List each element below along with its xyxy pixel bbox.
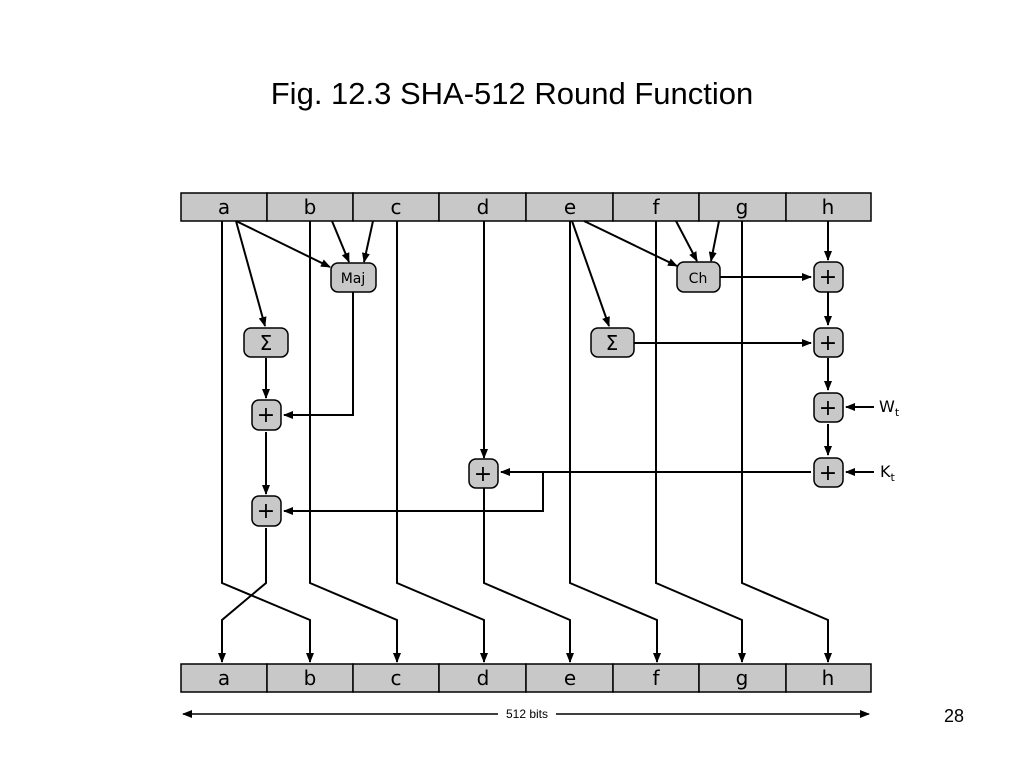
bottom-register-f	[612, 663, 700, 693]
plus-a2-box	[251, 495, 282, 527]
width-label: 512 bits	[506, 707, 548, 721]
sigma1-box	[590, 327, 635, 358]
wire-dplus-to-e	[483, 488, 574, 663]
top-register-c	[352, 192, 440, 222]
bottom-register-label-h: h	[822, 666, 835, 690]
plus-a1-label: +	[257, 403, 275, 428]
connections	[182, 220, 874, 718]
top-register-label-a: a	[218, 195, 230, 219]
plus-h2-label: +	[819, 331, 837, 356]
bottom-register-label-b: b	[304, 666, 317, 690]
top-register-label-f: f	[652, 195, 660, 219]
wire-g-to-h	[741, 221, 832, 663]
plus-d-label: +	[474, 462, 492, 487]
bottom-register-b	[266, 663, 354, 693]
wire-f-to-g	[655, 221, 746, 663]
top-register-label-d: d	[477, 195, 490, 219]
bottom-register-row: a b c d e f g h	[180, 663, 872, 693]
top-register-d	[438, 192, 527, 222]
external-inputs: Wt Kt	[879, 397, 900, 484]
wire-a-to-sigma0	[235, 220, 267, 327]
w-input-label: Wt	[879, 397, 900, 419]
plus-a1-box	[251, 399, 282, 431]
ch-box	[676, 261, 721, 293]
bottom-register-label-e: e	[564, 666, 576, 690]
wire-e-to-ch	[583, 220, 678, 267]
bottom-register-g	[698, 663, 787, 693]
w-input-main: W	[879, 397, 895, 416]
bottom-register-label-d: d	[477, 666, 490, 690]
wire-a-to-maj	[235, 220, 331, 268]
wire-f-to-ch	[675, 220, 698, 262]
wire-e-to-f	[569, 221, 661, 663]
wire-a-to-b	[221, 221, 314, 663]
bottom-register-d	[438, 663, 527, 693]
operations: Maj Ch Σ Σ + + + + + + +	[243, 261, 844, 527]
top-register-label-c: c	[391, 195, 402, 219]
plus-h4-label: +	[819, 461, 837, 486]
maj-box	[330, 262, 377, 293]
plus-h1-box	[813, 261, 844, 293]
sigma1-label: Σ	[606, 331, 619, 355]
k-input-label: Kt	[880, 462, 896, 484]
slide-title: Fig. 12.3 SHA-512 Round Function	[270, 76, 754, 111]
ch-label: Ch	[689, 271, 708, 287]
wire-g-to-ch	[708, 220, 720, 262]
plus-h4-box	[813, 457, 844, 488]
bottom-register-label-g: g	[736, 666, 749, 690]
top-register-label-h: h	[822, 195, 835, 219]
bottom-register-c	[352, 663, 440, 693]
top-register-row: a b c d e f g h	[180, 192, 872, 222]
top-register-b	[266, 192, 354, 222]
plus-a2-label: +	[257, 499, 275, 524]
plus-h3-label: +	[819, 396, 837, 421]
top-register-a	[180, 192, 268, 222]
wire-maj-to-plus-a	[283, 292, 354, 419]
page-number: 28	[944, 706, 965, 726]
k-input-sub: t	[891, 471, 896, 484]
top-register-h	[785, 192, 872, 222]
wire-c-to-maj	[362, 220, 374, 263]
wire-e-to-sigma1	[571, 220, 610, 327]
wire-b-to-c	[309, 221, 401, 663]
bottom-register-label-c: c	[391, 666, 402, 690]
bottom-register-label-a: a	[218, 666, 230, 690]
wire-final-plus-to-a	[218, 528, 267, 663]
w-input-sub: t	[895, 406, 900, 419]
plus-d-box	[468, 458, 499, 489]
plus-h2-box	[813, 327, 844, 358]
top-register-label-g: g	[736, 195, 749, 219]
wire-c-to-d	[396, 221, 488, 663]
bottom-register-e	[525, 663, 614, 693]
maj-label: Maj	[341, 271, 366, 287]
top-register-label-e: e	[564, 195, 576, 219]
bottom-register-h	[785, 663, 872, 693]
plus-h1-label: +	[819, 265, 837, 290]
k-input-main: K	[880, 462, 891, 481]
sigma0-label: Σ	[260, 331, 273, 355]
top-register-label-b: b	[304, 195, 317, 219]
sigma0-box	[243, 327, 289, 358]
bottom-register-label-f: f	[652, 666, 660, 690]
wire-t1-to-final-plus	[283, 472, 544, 515]
wire-b-to-maj	[331, 220, 350, 263]
plus-h3-box	[813, 392, 844, 423]
